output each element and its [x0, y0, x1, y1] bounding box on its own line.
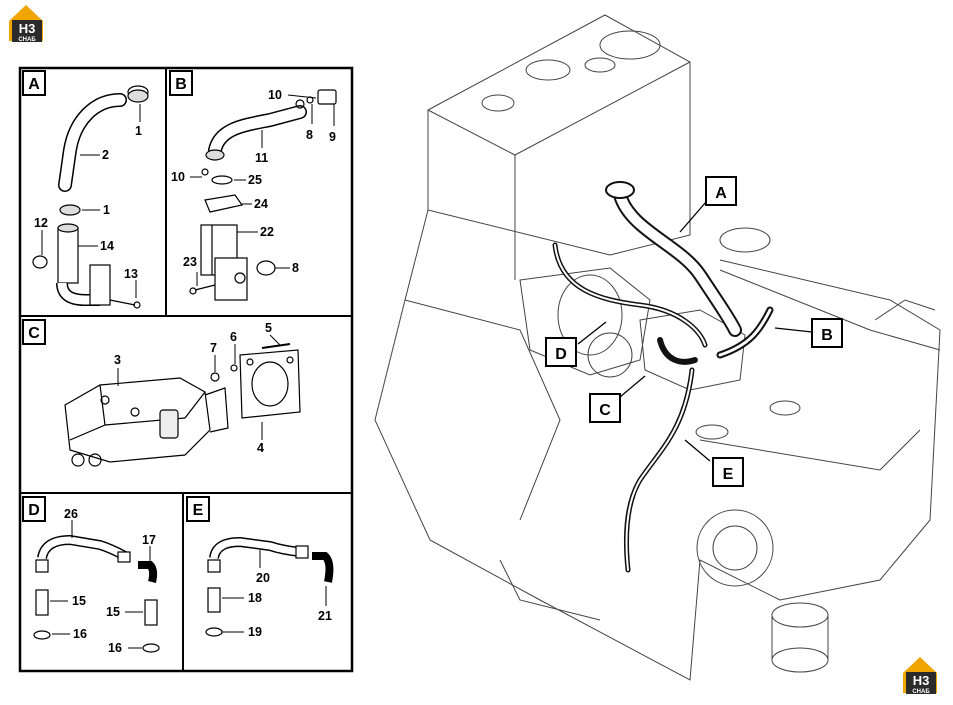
svg-text:21: 21 — [318, 609, 332, 623]
panel-e-drawing — [205, 536, 334, 637]
svg-text:5: 5 — [265, 321, 272, 335]
panel-a-drawing — [32, 85, 149, 309]
panel-d-part-numbers: 26 17 15 15 16 16 — [64, 507, 156, 655]
svg-text:C: C — [599, 402, 611, 419]
panel-d-drawing — [33, 534, 160, 653]
svg-text:D: D — [555, 346, 567, 363]
svg-text:H3: H3 — [19, 21, 36, 36]
panel-b-part-numbers: 10 8 9 11 10 25 24 22 23 8 — [171, 88, 336, 275]
svg-text:11: 11 — [255, 151, 268, 165]
panel-e-leaders — [222, 550, 327, 633]
panel-e-part-numbers: 20 18 21 19 — [248, 571, 332, 639]
callout-d: D — [545, 337, 577, 367]
svg-text:8: 8 — [292, 261, 299, 275]
svg-text:A: A — [28, 76, 40, 93]
svg-text:7: 7 — [210, 341, 217, 355]
callout-leaders — [577, 201, 813, 462]
svg-text:18: 18 — [248, 591, 262, 605]
svg-text:B: B — [821, 327, 833, 344]
callout-e: E — [712, 457, 744, 487]
panel-b-leaders — [190, 94, 335, 286]
svg-text:E: E — [723, 466, 734, 483]
logo-top-left: H3 CHAБ — [9, 5, 43, 43]
svg-text:12: 12 — [34, 216, 48, 230]
svg-text:10: 10 — [268, 88, 282, 102]
panel-b-label: B — [169, 70, 193, 96]
panel-c-drawing — [64, 343, 301, 467]
panel-c-part-numbers: 7 6 5 3 4 — [114, 321, 272, 455]
panel-a-part-numbers: 1 2 1 12 14 13 — [34, 124, 142, 281]
panel-a-leaders — [41, 104, 141, 298]
svg-text:A: A — [715, 185, 727, 202]
svg-text:15: 15 — [106, 605, 120, 619]
svg-text:16: 16 — [108, 641, 122, 655]
svg-text:25: 25 — [248, 173, 262, 187]
svg-text:17: 17 — [142, 533, 156, 547]
svg-text:CHAБ: CHAБ — [912, 689, 930, 695]
svg-text:D: D — [28, 502, 40, 519]
callout-c: C — [589, 393, 621, 423]
hoses — [552, 181, 774, 573]
logo-bottom-right: H3 CHAБ — [903, 657, 937, 695]
panel-e-label: E — [186, 496, 210, 522]
svg-text:14: 14 — [100, 239, 114, 253]
svg-text:C: C — [28, 325, 40, 342]
svg-text:9: 9 — [329, 130, 336, 144]
svg-text:2: 2 — [102, 148, 109, 162]
callout-a: A — [705, 176, 737, 206]
svg-text:H3: H3 — [913, 673, 930, 688]
svg-text:16: 16 — [73, 627, 87, 641]
panel-a-label: A — [22, 70, 46, 96]
svg-text:3: 3 — [114, 353, 121, 367]
svg-text:1: 1 — [135, 124, 142, 138]
svg-text:20: 20 — [256, 571, 270, 585]
svg-text:CHAБ: CHAБ — [18, 37, 36, 43]
svg-text:B: B — [175, 76, 187, 93]
svg-text:6: 6 — [230, 330, 237, 344]
svg-text:23: 23 — [183, 255, 197, 269]
panel-d-label: D — [22, 496, 46, 522]
panel-b-drawing — [189, 89, 337, 301]
svg-text:22: 22 — [260, 225, 274, 239]
svg-text:19: 19 — [248, 625, 262, 639]
detail-panels — [18, 66, 354, 673]
panel-d-leaders — [50, 520, 151, 649]
panel-c-leaders — [117, 334, 281, 440]
svg-text:24: 24 — [254, 197, 268, 211]
svg-text:1: 1 — [103, 203, 110, 217]
svg-text:13: 13 — [124, 267, 138, 281]
svg-text:E: E — [193, 502, 204, 519]
callout-b: B — [811, 318, 843, 348]
svg-text:8: 8 — [306, 128, 313, 142]
svg-text:10: 10 — [171, 170, 185, 184]
panel-c-label: C — [22, 319, 46, 345]
svg-text:4: 4 — [257, 441, 264, 455]
machine-illustration — [374, 14, 941, 681]
svg-text:15: 15 — [72, 594, 86, 608]
svg-text:26: 26 — [64, 507, 78, 521]
